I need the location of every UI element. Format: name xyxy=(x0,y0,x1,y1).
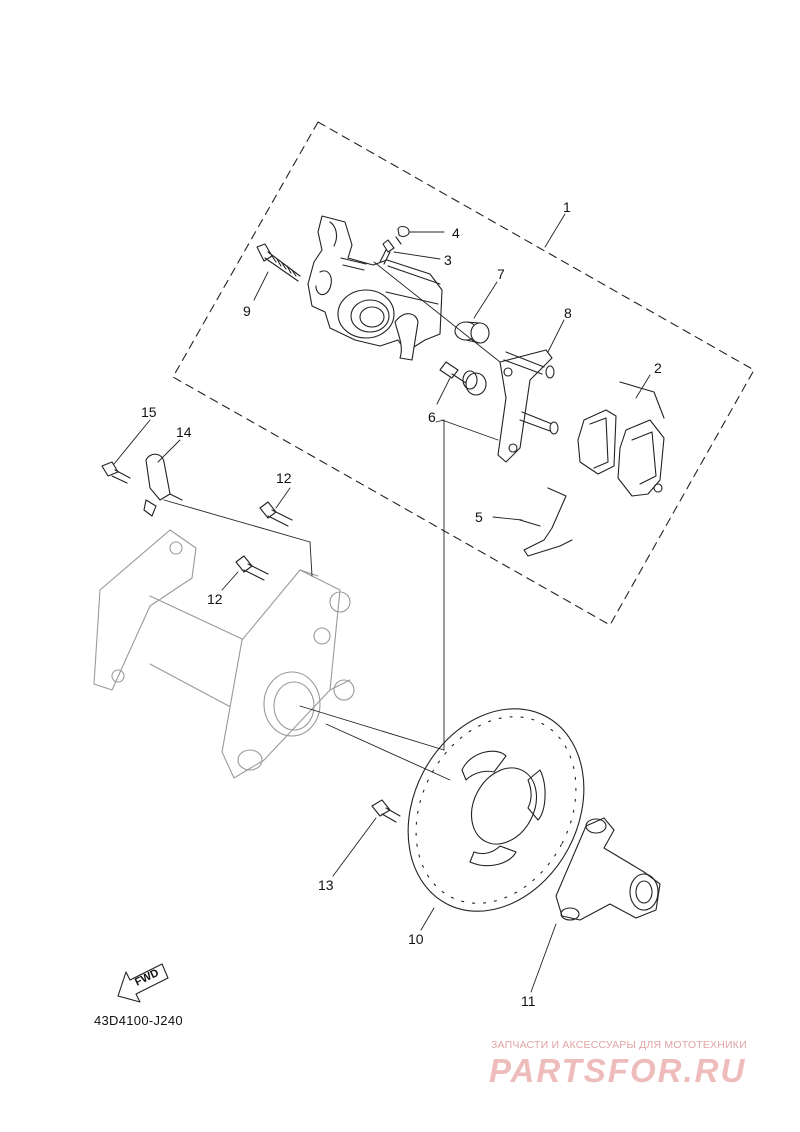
part-9-bolt xyxy=(256,243,301,282)
part-13-bolt xyxy=(371,799,401,823)
part-12-bolt-upper xyxy=(259,501,293,527)
callout-12-upper: 12 xyxy=(276,470,292,486)
callout-1: 1 xyxy=(563,199,571,215)
part-4-cap xyxy=(395,226,410,245)
part-7-boot xyxy=(454,321,490,344)
part-11-hub xyxy=(555,817,661,921)
callout-5: 5 xyxy=(475,509,483,525)
leader-lines xyxy=(113,213,651,993)
callout-14: 14 xyxy=(176,424,192,440)
axle-housing xyxy=(93,529,355,779)
part-5-pad-spring xyxy=(519,487,573,557)
callout-4: 4 xyxy=(452,225,460,241)
callout-7: 7 xyxy=(497,266,505,282)
part-6-slide-pin xyxy=(439,361,487,396)
callout-13: 13 xyxy=(318,877,334,893)
part-15-bolt xyxy=(101,461,131,484)
callout-15: 15 xyxy=(141,404,157,420)
callout-6: 6 xyxy=(428,409,436,425)
callout-8: 8 xyxy=(564,305,572,321)
callout-10: 10 xyxy=(408,931,424,947)
part-2-brake-pads xyxy=(577,381,665,497)
part-8-bracket xyxy=(497,349,559,463)
caliper-assembly-boundary xyxy=(172,121,755,626)
callout-11: 11 xyxy=(521,993,536,1009)
part-14-hose-clamp xyxy=(143,453,183,517)
caliper-body xyxy=(307,215,443,361)
forward-direction-arrow xyxy=(117,963,169,1003)
watermark-brand: PARTSFOR.RU xyxy=(489,1052,747,1089)
callouts: 1 2 3 4 5 6 7 8 9 10 11 12 12 13 14 15 xyxy=(141,199,662,1009)
diagram-code: 43D4100-J240 xyxy=(94,1013,183,1028)
part-12-bolt-lower xyxy=(235,555,269,581)
callout-12-lower: 12 xyxy=(207,591,223,607)
alignment-lines xyxy=(163,261,501,781)
part-3-bleed-screw xyxy=(379,239,395,265)
callout-9: 9 xyxy=(243,303,251,319)
part-10-brake-disc xyxy=(407,708,585,912)
callout-3: 3 xyxy=(444,252,452,268)
watermark-subtitle: ЗАПЧАСТИ И АКСЕССУАРЫ ДЛЯ МОТОТЕХНИКИ xyxy=(491,1039,747,1051)
callout-2: 2 xyxy=(654,360,662,376)
